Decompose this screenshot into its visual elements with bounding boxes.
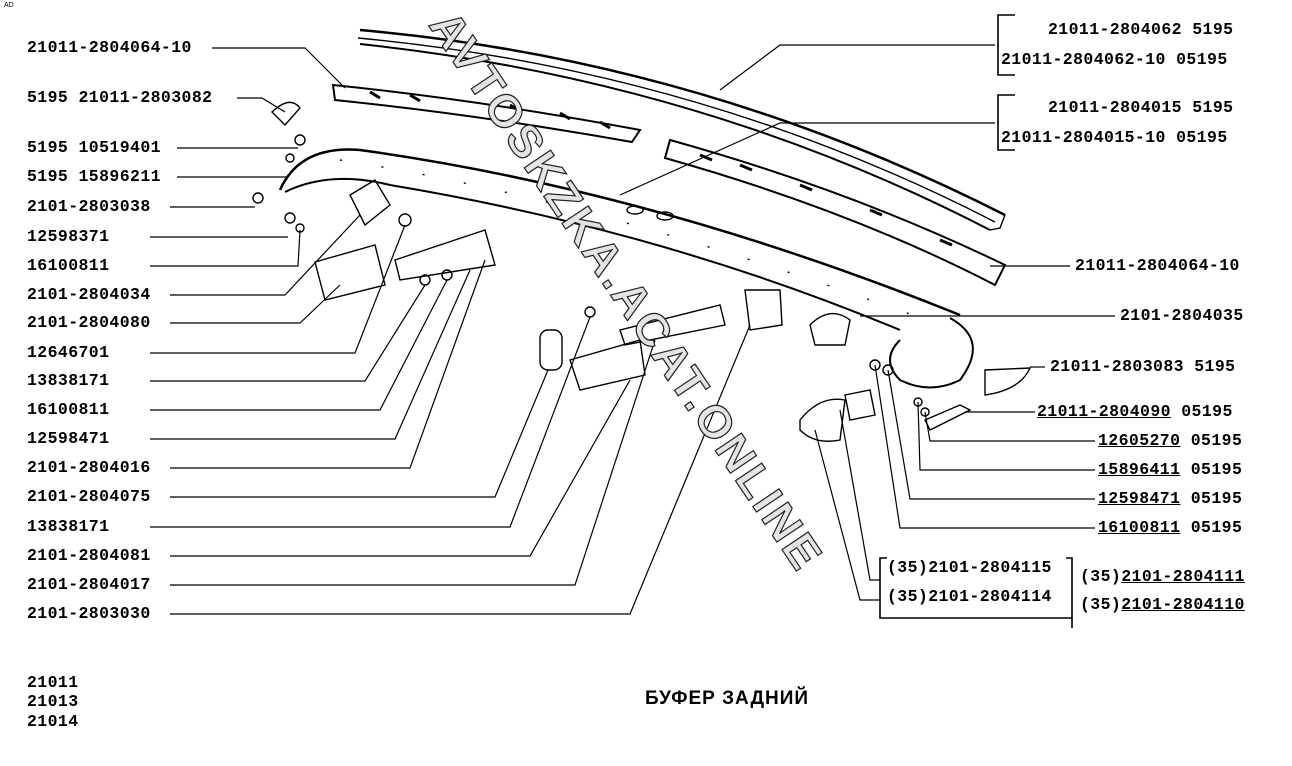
part-label: 16100811 05195 <box>1098 518 1243 537</box>
part-label: 21011-2804090 05195 <box>1037 402 1233 421</box>
part-label: 2101-2804035 <box>1120 306 1244 325</box>
part-label: 21011-2804062 5195 <box>1048 20 1234 39</box>
part-prefix: (35) <box>1080 567 1122 586</box>
part-label: 21011-2803083 5195 <box>1050 357 1236 376</box>
part-label: 5195 15896211 <box>27 167 161 186</box>
part-number: 12598471 <box>1098 489 1181 508</box>
molding-strip-left <box>331 83 642 144</box>
part-label: 21011-2804062-10 05195 <box>1001 50 1228 69</box>
part-label: 2101-2804081 <box>27 546 151 565</box>
part-number: 2101-2804111 <box>1121 567 1245 586</box>
part-label: (35)2101-2804111 <box>1080 567 1245 586</box>
part-label: 2101-2803038 <box>27 197 151 216</box>
part-label: 21011-2804064-10 <box>27 38 192 57</box>
part-number: 16100811 <box>1098 518 1181 537</box>
part-label: 12646701 <box>27 343 110 362</box>
part-label: 16100811 <box>27 256 110 275</box>
part-label: 12605270 05195 <box>1098 431 1243 450</box>
main-bumper-bar <box>278 148 974 389</box>
part-label: 13838171 <box>27 517 110 536</box>
part-number: 12605270 <box>1098 431 1181 450</box>
brackets <box>879 14 1073 628</box>
part-number: 21011-2804090 <box>1037 402 1171 421</box>
model-label: 21014 <box>27 712 79 731</box>
part-label: 13838171 <box>27 371 110 390</box>
part-label: 12598371 <box>27 227 110 246</box>
corner-mark: AD <box>4 2 14 9</box>
part-code: 05195 <box>1190 489 1243 508</box>
small-parts <box>252 101 1032 442</box>
part-label: 15896411 05195 <box>1098 460 1243 479</box>
part-label: 2101-2804034 <box>27 285 151 304</box>
molding-strip-right <box>663 138 1007 287</box>
model-label: 21013 <box>27 692 79 711</box>
part-label: 21011-2804015-10 05195 <box>1001 128 1228 147</box>
part-label: 2101-2803030 <box>27 604 151 623</box>
part-label: 2101-2804016 <box>27 458 151 477</box>
part-label: 16100811 <box>27 400 110 419</box>
diagram-title: БУФЕР ЗАДНИЙ <box>645 688 810 709</box>
part-code: 05195 <box>1190 460 1243 479</box>
part-code: 05195 <box>1190 518 1243 537</box>
part-number: 15896411 <box>1098 460 1181 479</box>
part-label: 5195 21011-2803082 <box>27 88 213 107</box>
part-label: (35)2101-2804115 <box>887 558 1052 577</box>
part-label: 2101-2804075 <box>27 487 151 506</box>
part-code: 05195 <box>1181 402 1233 421</box>
model-label: 21011 <box>27 673 79 692</box>
part-label: 5195 10519401 <box>27 138 161 157</box>
part-label: (35)2101-2804110 <box>1080 595 1245 614</box>
part-label: 2101-2804017 <box>27 575 151 594</box>
part-code: 05195 <box>1190 431 1243 450</box>
leader-lines <box>150 44 1115 615</box>
part-label: 21011-2804064-10 <box>1075 256 1240 275</box>
part-label: (35)2101-2804114 <box>887 587 1052 606</box>
part-prefix: (35) <box>1080 595 1122 614</box>
part-label: 12598471 05195 <box>1098 489 1243 508</box>
part-label: 12598471 <box>27 429 110 448</box>
part-label: 2101-2804080 <box>27 313 151 332</box>
upper-bumper-bar <box>357 28 1006 231</box>
part-label: 21011-2804015 5195 <box>1048 98 1234 117</box>
part-number: 2101-2804110 <box>1121 595 1245 614</box>
